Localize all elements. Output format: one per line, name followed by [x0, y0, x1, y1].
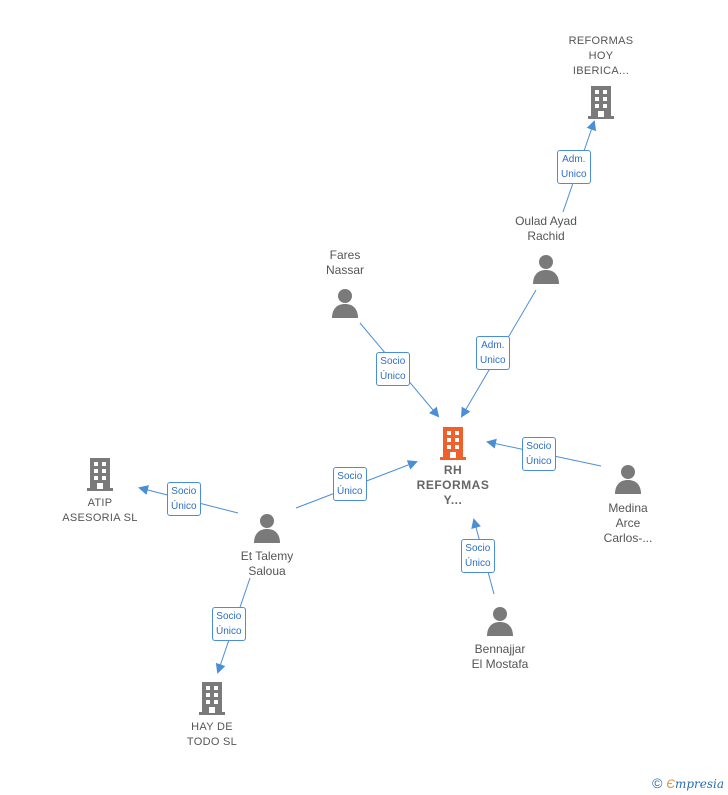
copyright-symbol: © — [652, 775, 663, 791]
edge-label-bennajjar-rh[interactable]: Socio Único — [461, 539, 495, 573]
node-fares-nassar[interactable]: Fares Nassar — [300, 248, 390, 318]
node-label: RH REFORMAS Y... — [416, 463, 490, 507]
node-label: Bennajjar El Mostafa — [471, 642, 529, 671]
edge-label-ettalemy-rh[interactable]: Socio Único — [333, 467, 367, 501]
node-medina-arce[interactable]: Medina Arce Carlos-... — [583, 464, 673, 546]
node-label: Fares Nassar — [325, 248, 364, 277]
person-icon — [332, 289, 358, 318]
edge-label-ettalemy-hay[interactable]: Socio Único — [212, 607, 246, 641]
person-icon — [615, 465, 641, 494]
node-label: Et Talemy Saloua — [240, 549, 294, 578]
edge-label-ettalemy-atip[interactable]: Socio Único — [167, 482, 201, 516]
building-icon — [199, 682, 225, 715]
person-icon — [533, 255, 559, 284]
edge-label-oulad-reformas[interactable]: Adm. Unico — [557, 150, 591, 184]
person-icon — [254, 514, 280, 543]
edge-label-fares-rh[interactable]: Socio Único — [376, 352, 410, 386]
node-label: REFORMAS HOY IBERICA... — [568, 35, 634, 77]
building-icon — [588, 86, 614, 119]
node-oulad-ayad[interactable]: Oulad Ayad Rachid — [501, 214, 591, 284]
node-label: HAY DE TODO SL — [186, 721, 238, 748]
node-hay-de-todo[interactable]: HAY DE TODO SL — [167, 680, 257, 750]
building-icon — [87, 458, 113, 491]
node-label: ATIP ASESORIA SL — [62, 497, 138, 524]
edge-label-oulad-rh[interactable]: Adm. Unico — [476, 336, 510, 370]
brand-watermark: ©Єmpresia — [652, 775, 724, 791]
node-rh-reformas[interactable]: RH REFORMAS Y... — [408, 425, 498, 508]
node-atip[interactable]: ATIP ASESORIA SL — [55, 456, 145, 526]
node-reformas-hoy[interactable]: REFORMAS HOY IBERICA... — [556, 34, 646, 119]
building-icon — [440, 427, 466, 460]
brand-logo-letter: Є — [666, 777, 675, 791]
node-et-talemy[interactable]: Et Talemy Saloua — [222, 513, 312, 579]
node-label: Medina Arce Carlos-... — [603, 501, 653, 545]
brand-name: mpresia — [674, 777, 724, 791]
node-bennajjar[interactable]: Bennajjar El Mostafa — [455, 606, 545, 672]
edge-label-medina-rh[interactable]: Socio Único — [522, 437, 556, 471]
person-icon — [487, 607, 513, 636]
node-label: Oulad Ayad Rachid — [515, 214, 577, 243]
